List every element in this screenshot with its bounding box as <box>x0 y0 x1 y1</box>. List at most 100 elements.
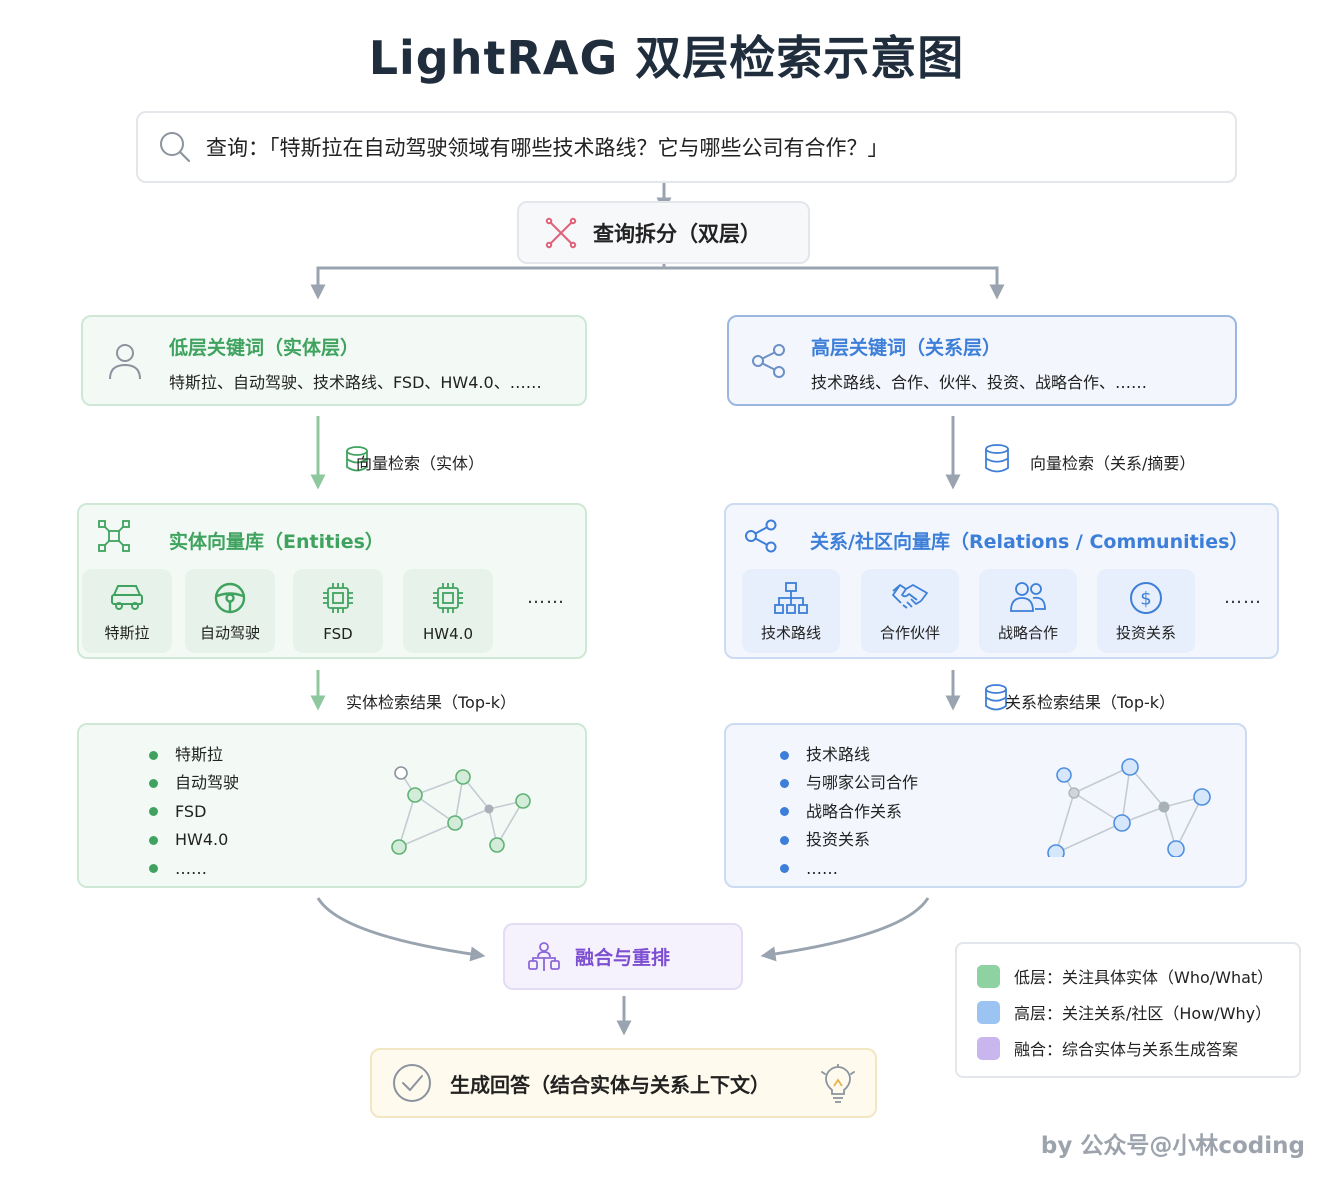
list-item: …… <box>149 855 239 883</box>
hierarchy-icon <box>773 569 809 615</box>
legend-swatch <box>977 964 1000 988</box>
bullet <box>780 864 789 874</box>
entities-db-card: 实体向量库（Entities） 特斯拉 自动驾驶 FSD HW4.0 …… <box>77 503 587 659</box>
relation-results-list: 技术路线 与哪家公司合作 战略合作关系 投资关系 …… <box>780 741 918 883</box>
list-item: 特斯拉 <box>149 741 239 769</box>
fusion-icon <box>527 941 561 973</box>
high-keywords-card: 高层关键词（关系层） 技术路线、合作、伙伴、投资、战略合作、…… <box>727 315 1237 406</box>
query-split-box: 查询拆分（双层） <box>517 201 810 264</box>
list-item: 投资关系 <box>780 826 918 854</box>
high-keywords-title: 高层关键词（关系层） <box>811 337 1002 359</box>
relation-tile-label: 投资关系 <box>1115 624 1176 642</box>
relation-tile-label: 战略合作 <box>997 624 1058 642</box>
list-item: FSD <box>149 798 239 826</box>
relation-tile[interactable]: 技术路线 <box>742 569 840 653</box>
low-keywords-items: 特斯拉、自动驾驶、技术路线、FSD、HW4.0、…… <box>169 373 542 392</box>
svg-text:$: $ <box>1140 589 1151 610</box>
entity-tile-label: 自动驾驶 <box>199 624 260 642</box>
check-circle-icon <box>392 1063 432 1103</box>
right-vector-label: 向量检索（关系/摘要） <box>1030 454 1196 473</box>
entity-results-card: 特斯拉 自动驾驶 FSD HW4.0 …… <box>77 723 587 888</box>
entity-tile[interactable]: FSD <box>293 569 383 653</box>
credit-watermark: by 公众号@小林coding <box>1040 1133 1305 1159</box>
bullet <box>149 864 158 874</box>
search-icon <box>158 130 192 164</box>
entity-tile[interactable]: 特斯拉 <box>82 569 172 653</box>
relation-result-label: 关系检索结果（Top-k） <box>1005 693 1176 712</box>
entities-more: …… <box>527 587 565 608</box>
entity-tile[interactable]: HW4.0 <box>403 569 493 653</box>
database-icon <box>345 446 369 472</box>
relations-db-title: 关系/社区向量库（Relations / Communities） <box>810 531 1249 553</box>
bullet <box>149 750 158 760</box>
relation-tile[interactable]: 合作伙伴 <box>861 569 959 653</box>
relation-tile[interactable]: 战略合作 <box>979 569 1077 653</box>
list-item: HW4.0 <box>149 826 239 854</box>
car-icon <box>109 569 145 611</box>
database-icon <box>984 444 1010 474</box>
left-to-fusion-arrow <box>316 897 486 962</box>
page-title: LightRAG 双层检索示意图 <box>368 31 965 85</box>
bullet <box>780 835 789 845</box>
relation-tile-label: 合作伙伴 <box>879 624 940 642</box>
bullet <box>149 779 158 789</box>
chip-icon <box>431 569 465 615</box>
list-item: 战略合作关系 <box>780 798 918 826</box>
right-to-fusion-arrow <box>760 897 930 962</box>
network-node-icon <box>97 519 131 553</box>
low-keywords-title: 低层关键词（实体层） <box>169 337 360 359</box>
user-icon <box>107 341 143 381</box>
legend-swatch <box>977 1000 1000 1024</box>
list-item: 技术路线 <box>780 741 918 769</box>
legend-item: 融合：综合实体与关系生成答案 <box>977 1036 1238 1060</box>
lightbulb-icon <box>820 1064 856 1104</box>
list-item: 自动驾驶 <box>149 769 239 797</box>
legend-swatch <box>977 1036 1000 1060</box>
relation-graph-illustration <box>1047 758 1211 857</box>
entity-tile[interactable]: 自动驾驶 <box>185 569 275 653</box>
list-item: …… <box>780 855 918 883</box>
legend-item: 低层：关注具体实体（Who/What） <box>977 964 1273 988</box>
answer-label: 生成回答（结合实体与关系上下文） <box>450 1072 770 1097</box>
legend: 低层：关注具体实体（Who/What） 高层：关注关系/社区（How/Why） … <box>955 942 1301 1078</box>
handshake-icon <box>891 569 929 613</box>
relations-db-card: 关系/社区向量库（Relations / Communities） 技术路线 合… <box>724 503 1279 659</box>
split-branch-arrows <box>310 264 1005 300</box>
entity-result-label: 实体检索结果（Top-k） <box>346 693 517 712</box>
entity-results-list: 特斯拉 自动驾驶 FSD HW4.0 …… <box>149 741 239 883</box>
relations-more: …… <box>1224 587 1262 608</box>
bullet <box>780 750 789 760</box>
query-box[interactable]: 查询：「特斯拉在自动驾驶领域有哪些技术路线？它与哪些公司有合作？」 <box>136 111 1237 183</box>
dollar-icon: $ <box>1129 569 1163 615</box>
steering-wheel-icon <box>213 569 247 615</box>
fusion-label: 融合与重排 <box>575 947 671 969</box>
bullet <box>780 779 789 789</box>
bullet <box>149 835 158 845</box>
answer-box: 生成回答（结合实体与关系上下文） <box>370 1048 877 1118</box>
split-arrows-icon <box>545 217 577 249</box>
relation-tile[interactable]: $ 投资关系 <box>1097 569 1195 653</box>
entity-graph-illustration <box>391 766 531 855</box>
legend-item: 高层：关注关系/社区（How/Why） <box>977 1000 1271 1024</box>
bullet <box>780 807 789 817</box>
entity-tile-label: FSD <box>323 625 353 643</box>
share-icon <box>751 343 787 379</box>
list-item: 与哪家公司合作 <box>780 769 918 797</box>
chip-icon <box>321 569 355 615</box>
low-keywords-card: 低层关键词（实体层） 特斯拉、自动驾驶、技术路线、FSD、HW4.0、…… <box>81 315 587 406</box>
bullet <box>149 807 158 817</box>
fusion-box: 融合与重排 <box>503 923 743 990</box>
entity-tile-label: 特斯拉 <box>104 624 150 642</box>
left-vector-label: 向量检索（实体） <box>356 454 485 473</box>
query-text: 查询：「特斯拉在自动驾驶领域有哪些技术路线？它与哪些公司有合作？」 <box>206 136 889 160</box>
high-keywords-items: 技术路线、合作、伙伴、投资、战略合作、…… <box>811 373 1148 392</box>
relation-tile-label: 技术路线 <box>760 624 821 642</box>
database-icon <box>984 684 1008 712</box>
entity-tile-label: HW4.0 <box>423 625 473 643</box>
relation-results-card: 技术路线 与哪家公司合作 战略合作关系 投资关系 …… <box>724 723 1247 888</box>
split-label: 查询拆分（双层） <box>593 221 761 246</box>
entities-db-title: 实体向量库（Entities） <box>169 531 384 553</box>
share-icon <box>744 519 778 553</box>
people-icon <box>1009 569 1047 613</box>
